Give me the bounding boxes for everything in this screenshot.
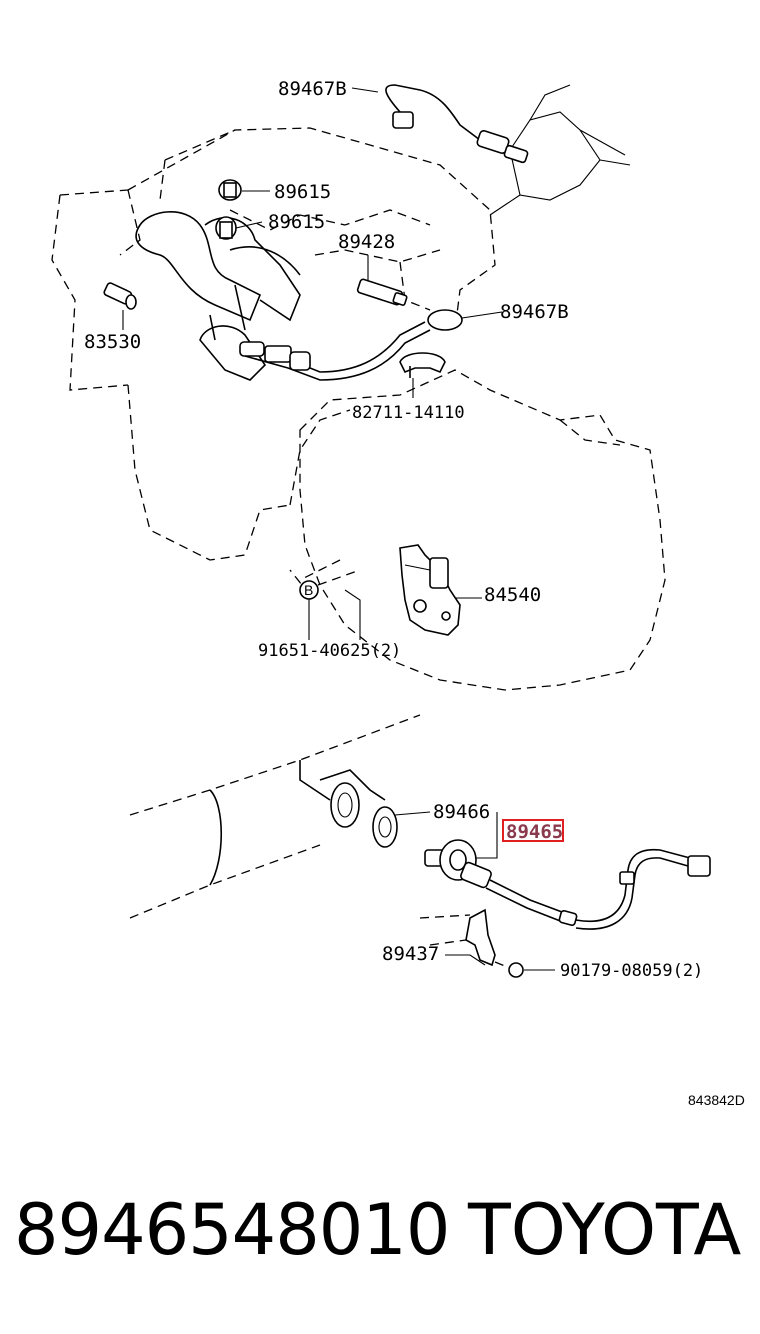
label-89465: 89465	[506, 821, 563, 843]
label-89615-a: 89615	[274, 181, 331, 203]
label-89615-b: 89615	[268, 211, 325, 233]
knock-sensor-b	[215, 216, 263, 240]
label-90179-08059: 90179-08059(2)	[560, 961, 703, 981]
coolant-temp-sensor	[356, 255, 408, 306]
label-89466: 89466	[433, 801, 490, 823]
oil-pressure-switch	[103, 282, 137, 330]
highlight-box	[502, 819, 564, 842]
exhaust-pipe-lower	[129, 714, 431, 919]
exploded-parts-diagram: B	[51, 78, 745, 1108]
knock-sensor-a	[218, 179, 270, 201]
footer: 8946548010 TOYOTA	[0, 1180, 760, 1290]
oxygen-sensor-mid	[239, 309, 503, 381]
bolt-marker: B	[299, 569, 361, 640]
diagram-code: 843842D	[688, 1092, 745, 1108]
part-number: 8946548010	[14, 1189, 450, 1271]
oxygen-sensor-89465	[424, 812, 711, 930]
label-89467b-top: 89467B	[278, 78, 347, 100]
sensor-bracket	[419, 908, 555, 978]
bolt-marker-letter: B	[304, 582, 313, 598]
label-84540: 84540	[484, 584, 541, 606]
label-89437: 89437	[382, 943, 439, 965]
label-83530: 83530	[84, 331, 141, 353]
brand-name: TOYOTA	[468, 1189, 742, 1271]
label-91651-40625: 91651-40625(2)	[258, 641, 401, 661]
neutral-start-switch	[399, 544, 482, 636]
label-89467b-mid: 89467B	[500, 301, 569, 323]
label-89428: 89428	[338, 231, 395, 253]
wire-clamp	[399, 352, 446, 398]
label-82711-14110: 82711-14110	[352, 403, 465, 423]
oxygen-sensor-upper	[351, 84, 529, 164]
exhaust-pipe-upper	[489, 84, 631, 216]
